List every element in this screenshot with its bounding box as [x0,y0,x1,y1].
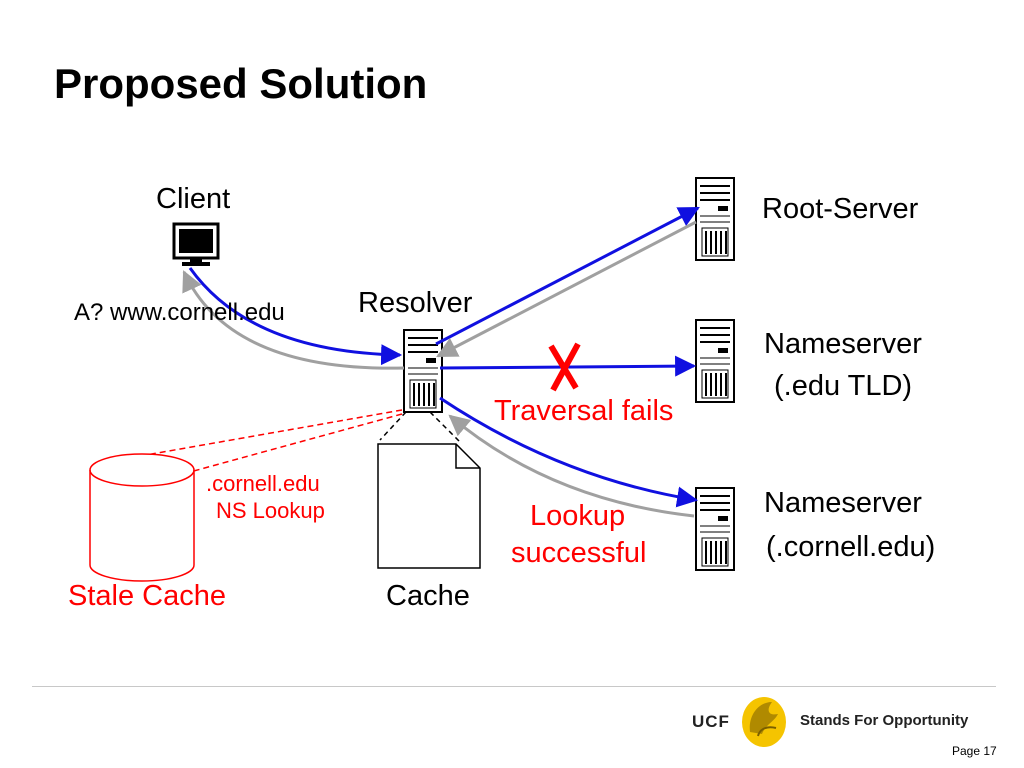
root-server-icon [695,177,735,261]
footer-divider [32,686,996,687]
cornell-nameserver-label: Nameserver [764,487,922,519]
cache-link-right [429,411,461,443]
client-computer-icon [172,222,220,266]
pegasus-logo-icon [742,697,786,747]
slide-title: Proposed Solution [54,60,428,107]
ns-lookup-sublabel: NS Lookup [216,498,325,523]
stale-cache-cylinder-icon [89,453,195,582]
tld-nameserver-sublabel: (.edu TLD) [774,370,912,402]
reply-arrow-resolver-client [182,270,405,370]
cache-link-left [379,411,407,441]
stale-link-bottom [189,413,403,473]
stale-link-top [145,409,403,456]
client-label: Client [156,183,230,215]
tld-nameserver-icon [695,319,735,403]
cache-document-icon [377,443,481,569]
cornell-nameserver-sublabel: (.cornell.edu) [766,531,935,563]
cache-label: Cache [386,580,470,612]
query-arrow-client-resolver [188,267,403,366]
reply-arrow-root-resolver [436,220,697,358]
failure-x-icon [548,342,581,392]
footer-tagline: Stands For Opportunity [800,712,969,729]
stale-cache-label: Stale Cache [68,580,226,612]
cornell-nameserver-icon [695,487,735,571]
page-number: Page 17 [952,744,997,758]
traversal-fails-label: Traversal fails [494,395,673,427]
root-server-label: Root-Server [762,193,919,225]
resolver-label: Resolver [358,287,473,319]
reply-arrow-cornell-resolver [448,414,695,518]
ucf-wordmark: UCF [692,712,730,731]
query-arrow-resolver-root [435,206,700,346]
query-label: A? www.cornell.edu [74,299,285,326]
lookup-sublabel: successful [511,537,646,569]
lookup-label: Lookup [530,500,625,532]
ns-lookup-label: .cornell.edu [206,471,320,496]
tld-nameserver-label: Nameserver [764,328,922,360]
